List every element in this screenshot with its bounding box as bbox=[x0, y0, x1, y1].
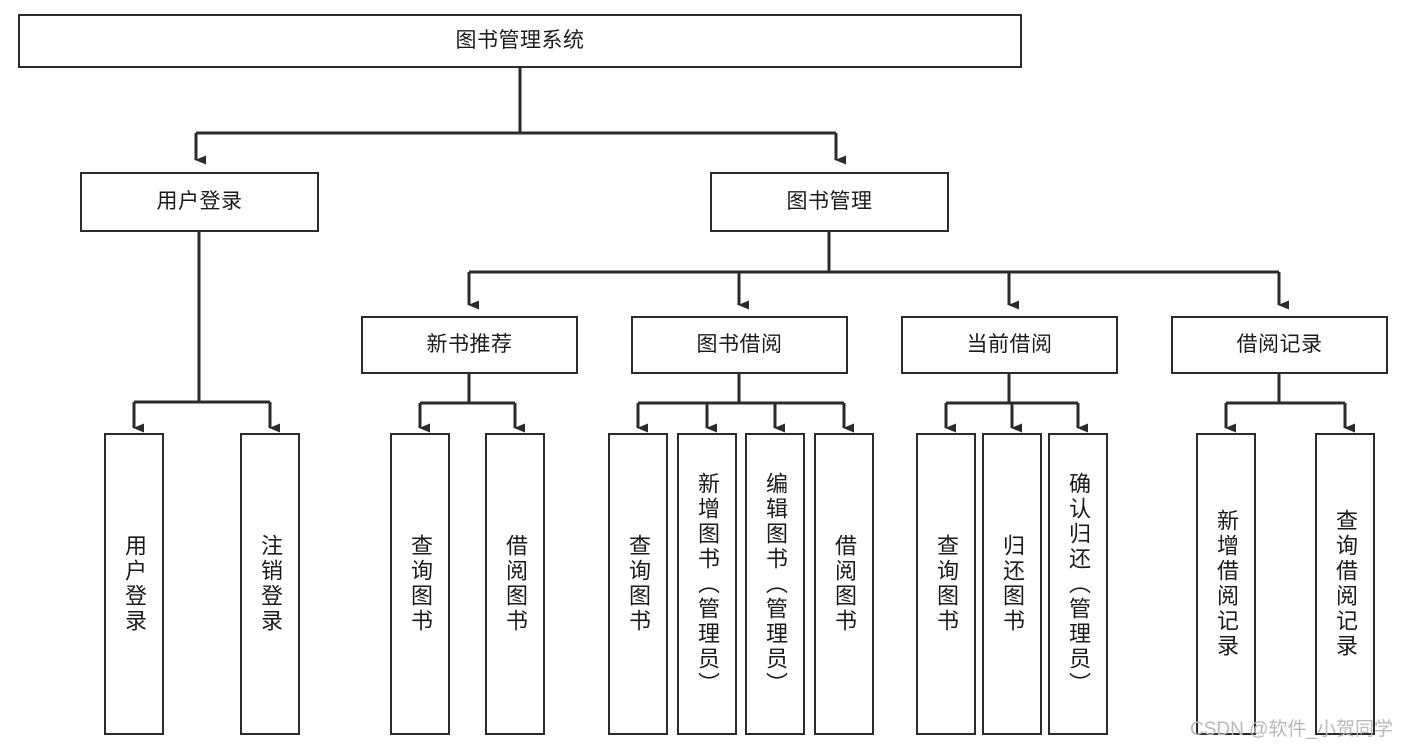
leaf-user-login-label: 用户登录 bbox=[122, 534, 147, 634]
leaf-add-book-label: 新增图书（管理员） bbox=[695, 471, 720, 697]
node-current-borrow-label: 当前借阅 bbox=[966, 332, 1053, 356]
node-borrow-record-label: 借阅记录 bbox=[1236, 332, 1323, 356]
node-book-borrow-label: 图书借阅 bbox=[696, 332, 783, 356]
node-book-borrow[interactable]: 图书借阅 bbox=[631, 316, 848, 374]
leaf-confirm-return[interactable]: 确认归还（管理员） bbox=[1048, 433, 1108, 735]
leaf-query-record-label: 查询借阅记录 bbox=[1333, 509, 1358, 659]
node-borrow-record[interactable]: 借阅记录 bbox=[1171, 316, 1388, 374]
node-root-label: 图书管理系统 bbox=[455, 28, 585, 52]
node-user-login[interactable]: 用户登录 bbox=[80, 172, 319, 232]
leaf-borrow-book-1[interactable]: 借阅图书 bbox=[485, 433, 545, 735]
node-book-manage-label: 图书管理 bbox=[786, 189, 873, 213]
leaf-query-book-2[interactable]: 查询图书 bbox=[608, 433, 668, 735]
node-new-book-recommend[interactable]: 新书推荐 bbox=[361, 316, 578, 374]
leaf-query-book-2-label: 查询图书 bbox=[626, 534, 651, 634]
node-root[interactable]: 图书管理系统 bbox=[18, 14, 1022, 68]
leaf-confirm-return-label: 确认归还（管理员） bbox=[1066, 471, 1091, 697]
leaf-add-book[interactable]: 新增图书（管理员） bbox=[677, 433, 737, 735]
leaf-borrow-book-1-label: 借阅图书 bbox=[503, 534, 528, 634]
node-current-borrow[interactable]: 当前借阅 bbox=[901, 316, 1118, 374]
leaf-logout-login[interactable]: 注销登录 bbox=[240, 433, 300, 735]
leaf-add-record[interactable]: 新增借阅记录 bbox=[1196, 433, 1256, 735]
leaf-user-login[interactable]: 用户登录 bbox=[104, 433, 164, 735]
leaf-borrow-book-2-label: 借阅图书 bbox=[832, 534, 857, 634]
leaf-add-record-label: 新增借阅记录 bbox=[1214, 509, 1239, 659]
leaf-query-book-3[interactable]: 查询图书 bbox=[916, 433, 976, 735]
leaf-borrow-book-2[interactable]: 借阅图书 bbox=[814, 433, 874, 735]
leaf-query-book-3-label: 查询图书 bbox=[934, 534, 959, 634]
leaf-return-book[interactable]: 归还图书 bbox=[982, 433, 1042, 735]
leaf-edit-book[interactable]: 编辑图书（管理员） bbox=[745, 433, 805, 735]
leaf-logout-login-label: 注销登录 bbox=[258, 534, 283, 634]
node-user-login-label: 用户登录 bbox=[156, 189, 243, 213]
node-new-book-recommend-label: 新书推荐 bbox=[426, 332, 513, 356]
leaf-edit-book-label: 编辑图书（管理员） bbox=[763, 471, 788, 697]
leaf-query-record[interactable]: 查询借阅记录 bbox=[1315, 433, 1375, 735]
leaf-query-book-1[interactable]: 查询图书 bbox=[390, 433, 450, 735]
watermark: CSDN @软件_小贺同学 bbox=[1190, 719, 1393, 740]
node-book-manage[interactable]: 图书管理 bbox=[710, 172, 949, 232]
leaf-return-book-label: 归还图书 bbox=[1000, 534, 1025, 634]
leaf-query-book-1-label: 查询图书 bbox=[408, 534, 433, 634]
